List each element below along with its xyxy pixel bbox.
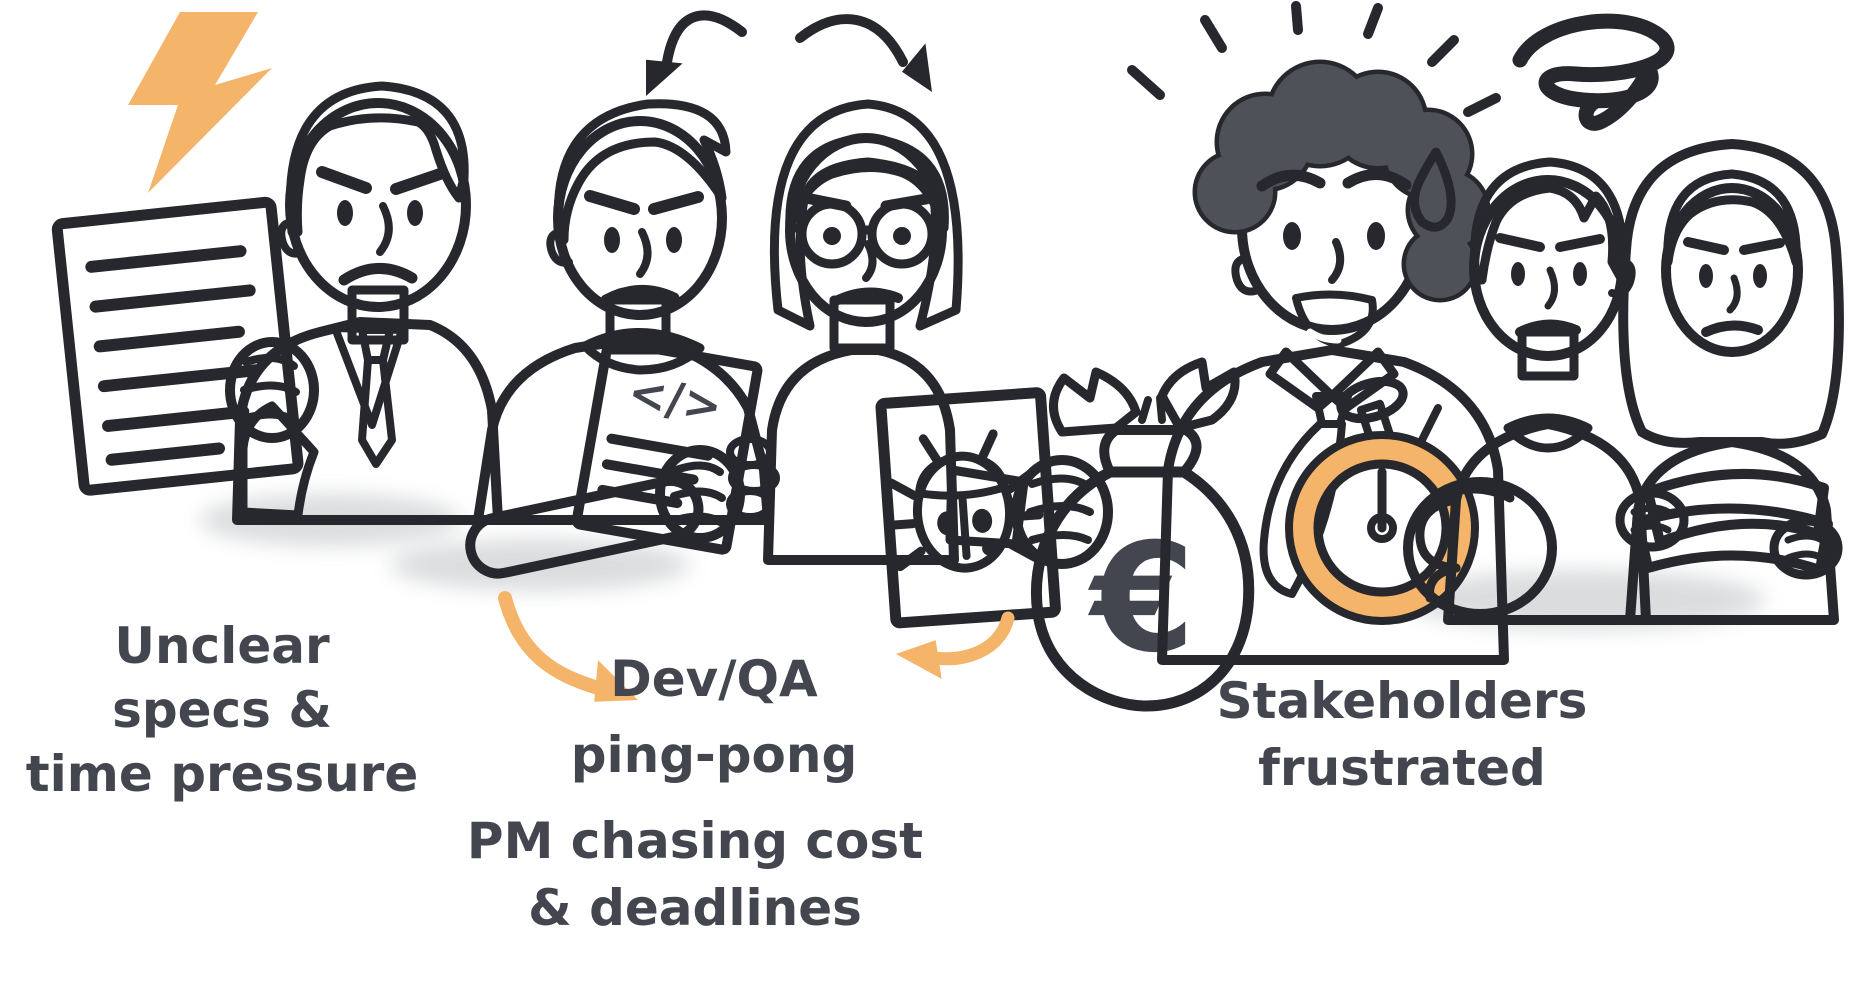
eye-left xyxy=(1511,262,1525,286)
curly-hair xyxy=(1192,59,1491,303)
eye-left xyxy=(604,227,620,253)
nose xyxy=(1328,238,1345,284)
ear-left xyxy=(277,218,304,258)
eye-right xyxy=(666,227,682,253)
eyebrow-left xyxy=(1495,233,1545,252)
stakeholder-woman-figure xyxy=(1615,139,1844,625)
eyebrow-left xyxy=(1256,169,1326,192)
spec-document-icon xyxy=(51,196,304,496)
hair xyxy=(553,99,731,245)
collar xyxy=(1503,413,1593,453)
bag-body xyxy=(1030,466,1255,712)
fist-right xyxy=(1769,516,1843,580)
crossed-arms xyxy=(1615,469,1843,580)
developer-figure: </> xyxy=(465,99,780,579)
label-pm-line2: & deadlines xyxy=(528,879,862,937)
eyebrow-right xyxy=(1739,238,1785,255)
pm-figure xyxy=(1127,1,1557,665)
frown-mouth xyxy=(833,287,903,305)
label-unclear-line2: specs & xyxy=(112,681,332,739)
frown-mouth xyxy=(1701,320,1763,337)
eyebrow-right xyxy=(390,168,446,195)
ribbon-left xyxy=(1049,367,1141,437)
tie xyxy=(358,356,396,468)
eyebrow-left xyxy=(1683,237,1729,255)
tshirt-torso xyxy=(473,333,773,525)
label-devqa-line1: Dev/QA xyxy=(610,650,818,708)
label-pm-line1: PM chasing cost xyxy=(467,812,923,870)
money-bag-icon: € xyxy=(1011,357,1255,712)
code-symbol: </> xyxy=(624,364,726,433)
top-torso xyxy=(763,345,959,565)
stress-marks-icon xyxy=(1127,1,1501,117)
eyebrow-right xyxy=(1555,234,1605,252)
eye-left xyxy=(1699,264,1713,288)
label-devqa: Dev/QA ping-pong xyxy=(571,650,858,784)
orange-arrow-right-icon xyxy=(498,591,638,702)
ribbon-right xyxy=(1157,357,1240,433)
label-stakeholders-line1: Stakeholders xyxy=(1217,672,1588,730)
eye-right xyxy=(407,200,423,226)
hair-fringe xyxy=(785,133,949,233)
label-unclear-specs: Unclear specs & time pressure xyxy=(26,617,419,803)
eyebrow-left xyxy=(316,166,372,194)
bug-icon xyxy=(884,429,1044,573)
orange-arrow-left-icon xyxy=(896,611,1015,679)
qa-hand-on-bag xyxy=(1011,455,1113,569)
eye-right xyxy=(1753,264,1767,288)
hair-fringe xyxy=(1663,169,1801,267)
curved-arrow-right-icon xyxy=(795,14,932,92)
hair xyxy=(1470,157,1628,285)
glasses-icon xyxy=(785,199,949,269)
hair xyxy=(285,81,469,237)
eye-left xyxy=(823,227,841,245)
nose xyxy=(1726,274,1741,314)
label-pm-chasing: PM chasing cost & deadlines xyxy=(467,812,923,937)
boss-figure xyxy=(51,81,503,525)
nose xyxy=(862,240,877,282)
boss-hand xyxy=(225,337,319,443)
label-stakeholders-line2: frustrated xyxy=(1258,739,1546,797)
eye-right xyxy=(1367,222,1385,250)
sweat-drop-icon xyxy=(1410,147,1456,232)
dev-hand xyxy=(655,435,780,543)
eyebrow-right xyxy=(1342,169,1412,191)
eyebrow-right xyxy=(648,191,704,215)
neck xyxy=(347,285,409,345)
nose xyxy=(376,202,393,256)
label-stakeholders: Stakeholders frustrated xyxy=(1217,672,1588,797)
tshirt-torso xyxy=(1443,419,1651,625)
head xyxy=(1661,183,1803,357)
stakeholder-man-figure xyxy=(1443,157,1651,625)
bug-paper-icon xyxy=(875,387,1061,629)
frown-mouth xyxy=(338,263,418,286)
hair xyxy=(1618,139,1844,449)
fist-left xyxy=(1615,488,1689,552)
frown-mouth xyxy=(600,284,680,306)
nose xyxy=(1544,266,1558,310)
eye-left xyxy=(337,200,353,226)
lightning-icon xyxy=(128,12,272,193)
label-unclear-line3: time pressure xyxy=(26,745,419,803)
eye-right xyxy=(1573,262,1587,286)
ear-left xyxy=(1231,254,1259,296)
scribble-icon xyxy=(1512,13,1675,131)
curved-arrow-left-icon xyxy=(646,10,747,96)
ear-left xyxy=(546,228,573,267)
code-paper-icon: </> xyxy=(571,336,763,555)
eye-left xyxy=(1283,222,1301,250)
qa-figure xyxy=(763,99,1029,565)
frown-mouth xyxy=(1515,319,1581,337)
eye-right xyxy=(893,227,911,245)
nose xyxy=(636,228,652,278)
eyebrow-left xyxy=(584,190,640,215)
bag-neck xyxy=(1099,425,1202,477)
tie-knot xyxy=(358,326,394,364)
label-unclear-line1: Unclear xyxy=(114,617,330,675)
label-devqa-line2: ping-pong xyxy=(571,726,858,784)
